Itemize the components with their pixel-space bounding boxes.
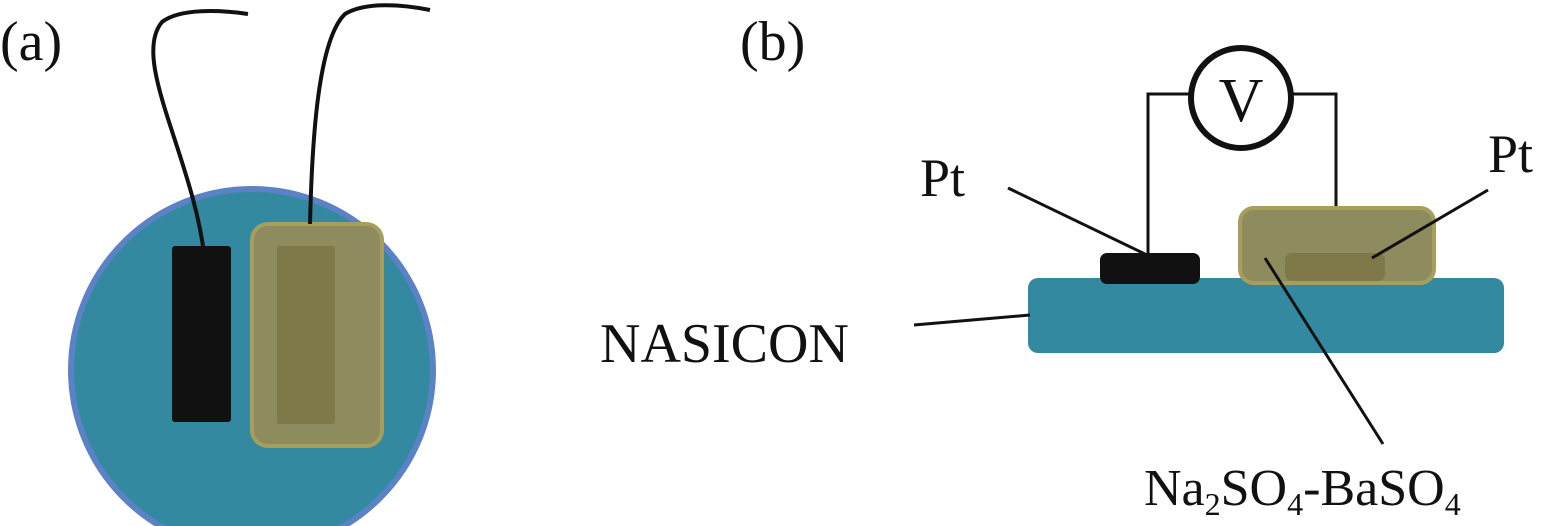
circuit-wire-left bbox=[1146, 92, 1190, 256]
label-nasicon: NASICON bbox=[600, 313, 849, 375]
leader-pt-left bbox=[1007, 186, 1146, 256]
label-pt-left: Pt bbox=[920, 148, 965, 208]
pt-reference-electrode bbox=[172, 246, 231, 422]
leader-pt-right bbox=[1371, 188, 1489, 260]
label-pt-right: Pt bbox=[1488, 124, 1533, 184]
pt-electrode-right bbox=[1285, 253, 1385, 281]
panel-b-cross-section: (b) V Pt Pt NASICON Na2SO4-BaSO4 bbox=[600, 11, 1533, 522]
label-electrolyte: Na2SO4-BaSO4 bbox=[1144, 460, 1461, 522]
panel-b-label: (b) bbox=[740, 11, 805, 73]
voltmeter-symbol: V bbox=[1219, 67, 1264, 135]
voltmeter-icon bbox=[1188, 45, 1294, 151]
lead-wire-left bbox=[151, 9, 249, 263]
leader-electrolyte bbox=[1263, 257, 1385, 445]
nasicon-substrate bbox=[1028, 278, 1504, 353]
panel-a-top-view: (a) bbox=[0, 3, 436, 526]
panel-a-label: (a) bbox=[0, 11, 62, 73]
lead-wire-right bbox=[308, 3, 431, 225]
pt-sensing-electrode bbox=[277, 246, 335, 424]
pt-electrode-left bbox=[1100, 253, 1200, 284]
leader-nasicon bbox=[913, 313, 1031, 327]
circuit-wire-right bbox=[1292, 92, 1338, 256]
